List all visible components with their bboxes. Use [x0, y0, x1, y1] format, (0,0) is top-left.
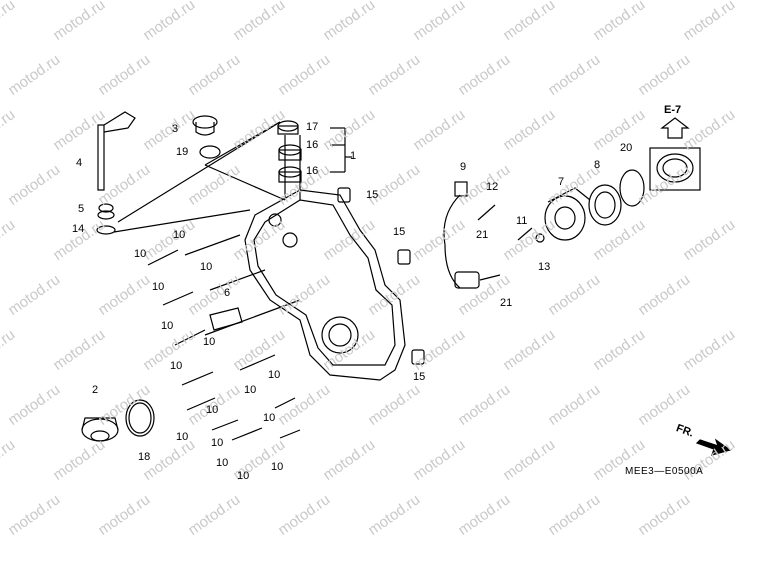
- callout-13: 13: [538, 261, 551, 273]
- starter-gear-8: [588, 184, 622, 226]
- callout-10h: 10: [268, 369, 281, 381]
- callout-10e: 10: [161, 320, 174, 332]
- callout-12: 12: [486, 181, 499, 193]
- callout-10l: 10: [176, 431, 189, 443]
- reference-label-e7: E-7: [664, 104, 682, 116]
- right-crankcase-cover: [244, 189, 406, 381]
- front-direction-arrow: [695, 438, 732, 456]
- callout-17: 17: [306, 121, 319, 133]
- sensor-wire-9: [443, 194, 461, 289]
- snap-ring-20: [619, 169, 645, 207]
- callout-8: 8: [594, 159, 601, 171]
- callout-20: 20: [620, 142, 633, 154]
- callout-5: 5: [78, 203, 85, 215]
- callout-18: 18: [138, 451, 151, 463]
- callout-10g: 10: [170, 360, 183, 372]
- callout-15c: 15: [413, 371, 426, 383]
- callout-4: 4: [76, 157, 83, 169]
- cover-boss: [321, 316, 359, 354]
- callout-19: 19: [176, 146, 189, 158]
- callout-10d: 10: [152, 281, 165, 293]
- needle-bearing-inset: [649, 147, 701, 191]
- dowel-15c: [411, 349, 425, 365]
- dowel-15b: [397, 249, 411, 265]
- callout-10i: 10: [244, 384, 257, 396]
- drawing-code: MEE3—E0500A: [625, 466, 704, 477]
- callout-21a: 21: [476, 229, 489, 241]
- callout-10a: 10: [134, 248, 147, 260]
- callout-2: 2: [92, 384, 99, 396]
- callout-21b: 21: [500, 297, 513, 309]
- oil-filler-cap: [192, 115, 218, 129]
- callout-10f: 10: [203, 336, 216, 348]
- callout-10b: 10: [173, 229, 186, 241]
- callout-14: 14: [72, 223, 85, 235]
- callout-15a: 15: [366, 189, 379, 201]
- callout-3: 3: [172, 123, 179, 135]
- o-ring-19: [199, 145, 221, 159]
- sensor-body: [454, 271, 480, 289]
- cover-inner-outline: [253, 199, 396, 366]
- o-ring-18: [125, 399, 155, 437]
- callout-15b: 15: [393, 226, 406, 238]
- callout-10p: 10: [271, 461, 284, 473]
- callout-11: 11: [516, 215, 528, 227]
- callout-10m: 10: [211, 437, 224, 449]
- callout-10c: 10: [200, 261, 213, 273]
- bolt-group-left: [147, 234, 301, 441]
- callout-1: 1: [350, 150, 357, 162]
- callout-10n: 10: [216, 457, 229, 469]
- starter-clutch-7: [544, 195, 586, 241]
- callout-10k: 10: [263, 412, 276, 424]
- reference-arrow: [660, 117, 690, 139]
- shift-pin: [97, 124, 105, 191]
- callout-7: 7: [558, 176, 565, 188]
- callout-10o: 10: [237, 470, 250, 482]
- callout-9: 9: [460, 161, 467, 173]
- dowel-15a: [337, 187, 351, 203]
- callout-6: 6: [224, 287, 231, 299]
- bracket-6: [209, 307, 243, 331]
- callout-16b: 16: [306, 165, 319, 177]
- callout-10j: 10: [206, 404, 219, 416]
- callout-16a: 16: [306, 139, 319, 151]
- cover-cap-2: [81, 418, 119, 442]
